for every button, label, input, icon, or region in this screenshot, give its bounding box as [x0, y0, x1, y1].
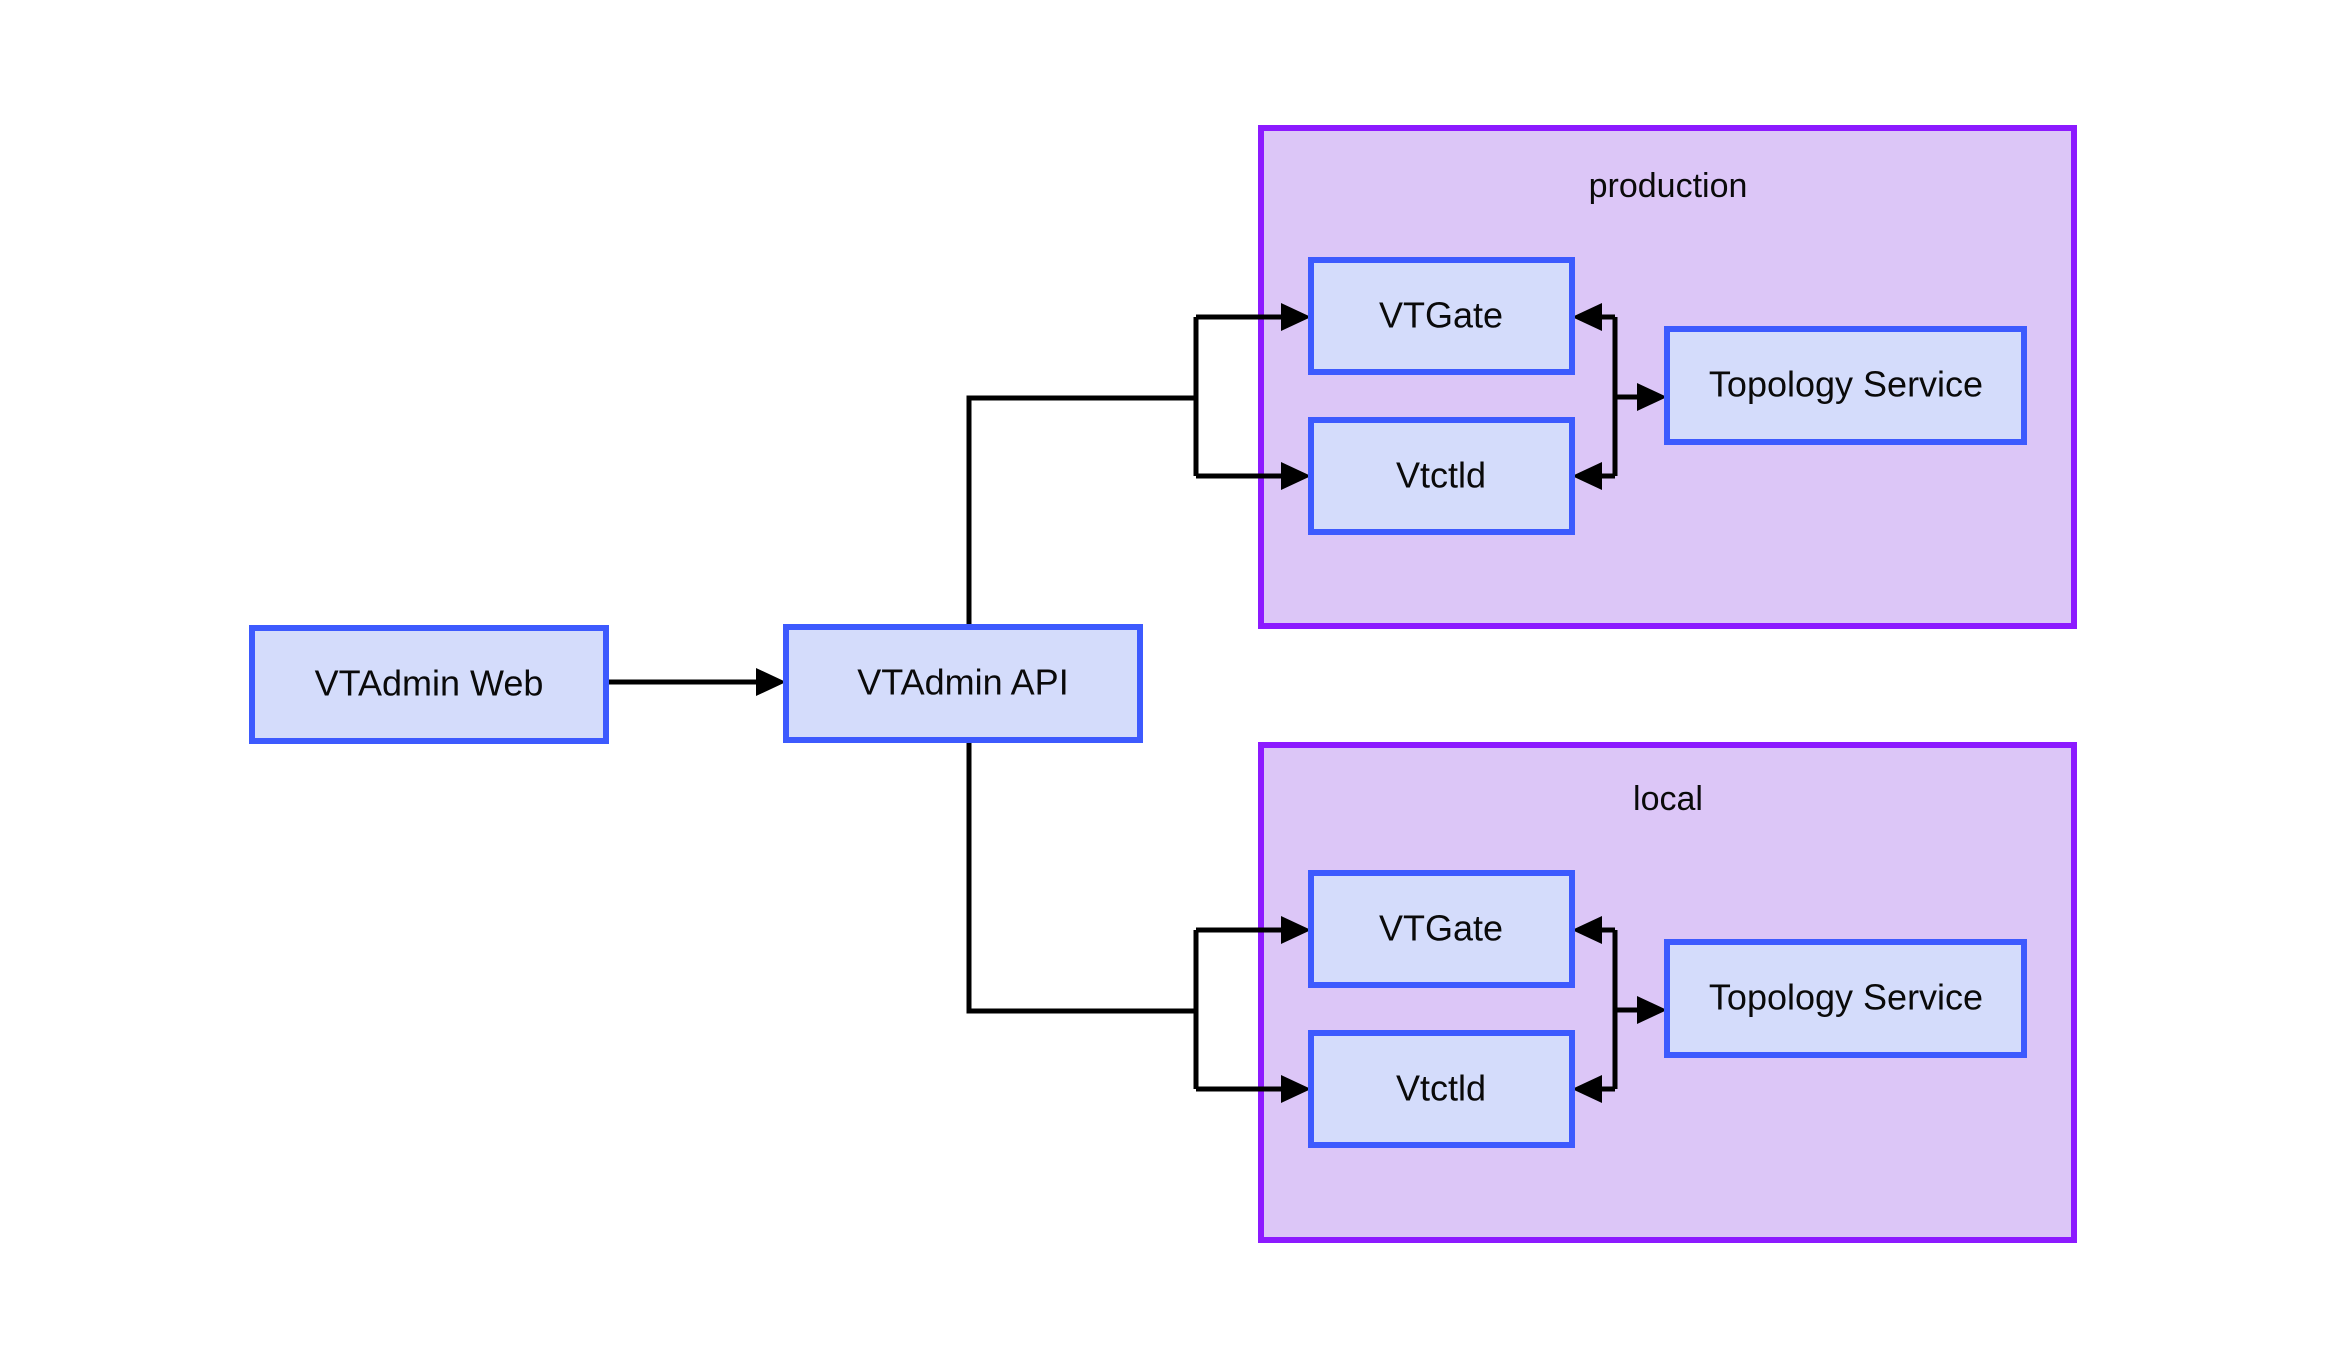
node-local-vtgate-label: VTGate	[1379, 908, 1503, 949]
node-production-vtctld-label: Vtctld	[1396, 455, 1486, 496]
edge-production-topo-to-vtctld-arrowhead	[1572, 462, 1602, 490]
node-production-topology-service[interactable]: Topology Service	[1664, 326, 2027, 445]
edge-local-topo-to-vtgate-arrowhead	[1572, 916, 1602, 944]
node-vtadmin-api[interactable]: VTAdmin API	[783, 624, 1143, 743]
node-local-vtctld-box	[1308, 1030, 1575, 1148]
edge-web-to-api-arrowhead	[756, 668, 786, 696]
edge-production-to-topology-arrowhead	[1637, 383, 1667, 411]
node-local-vtgate-box	[1308, 870, 1575, 988]
cluster-production-label: production	[1589, 167, 1748, 205]
node-local-vtctld-label: Vtctld	[1396, 1068, 1486, 1109]
node-local-vtctld[interactable]: Vtctld	[1308, 1030, 1575, 1148]
edges-production-internal	[1572, 303, 1667, 490]
node-production-vtgate-box	[1308, 257, 1575, 375]
edge-api-to-production-vtgate-arrowhead	[1281, 303, 1311, 331]
edge-api-to-production	[966, 303, 1311, 627]
node-local-topology-service[interactable]: Topology Service	[1664, 939, 2027, 1058]
edge-api-to-local-vtgate-arrowhead	[1281, 916, 1311, 944]
edge-api-to-production-vtctld-arrowhead	[1281, 462, 1311, 490]
edge-api-to-production-trunk	[966, 395, 1196, 627]
node-vtadmin-web[interactable]: VTAdmin Web	[249, 625, 609, 744]
node-production-topology-service-label: Topology Service	[1709, 364, 1983, 405]
edge-web-to-api	[608, 668, 786, 696]
node-production-vtctld[interactable]: Vtctld	[1308, 417, 1575, 535]
node-vtadmin-web-box	[249, 625, 609, 744]
edge-local-topo-to-vtctld-arrowhead	[1572, 1075, 1602, 1103]
edge-api-to-local-trunk	[966, 740, 1196, 1014]
node-local-topology-service-box	[1664, 939, 2027, 1058]
node-production-vtctld-box	[1308, 417, 1575, 535]
node-local-vtgate[interactable]: VTGate	[1308, 870, 1575, 988]
node-production-vtgate-label: VTGate	[1379, 295, 1503, 336]
edge-api-to-local	[966, 740, 1311, 1103]
edges-local-internal	[1572, 916, 1667, 1103]
node-vtadmin-api-box	[783, 624, 1143, 743]
edge-api-to-local-vtctld-arrowhead	[1281, 1075, 1311, 1103]
node-production-topology-service-box	[1664, 326, 2027, 445]
edge-local-to-topology-arrowhead	[1637, 996, 1667, 1024]
node-production-vtgate[interactable]: VTGate	[1308, 257, 1575, 375]
cluster-local-label: local	[1633, 780, 1703, 818]
node-local-topology-service-label: Topology Service	[1709, 977, 1983, 1018]
node-vtadmin-web-label: VTAdmin Web	[315, 663, 544, 704]
edge-production-topo-to-vtgate-arrowhead	[1572, 303, 1602, 331]
node-vtadmin-api-label: VTAdmin API	[857, 662, 1068, 703]
